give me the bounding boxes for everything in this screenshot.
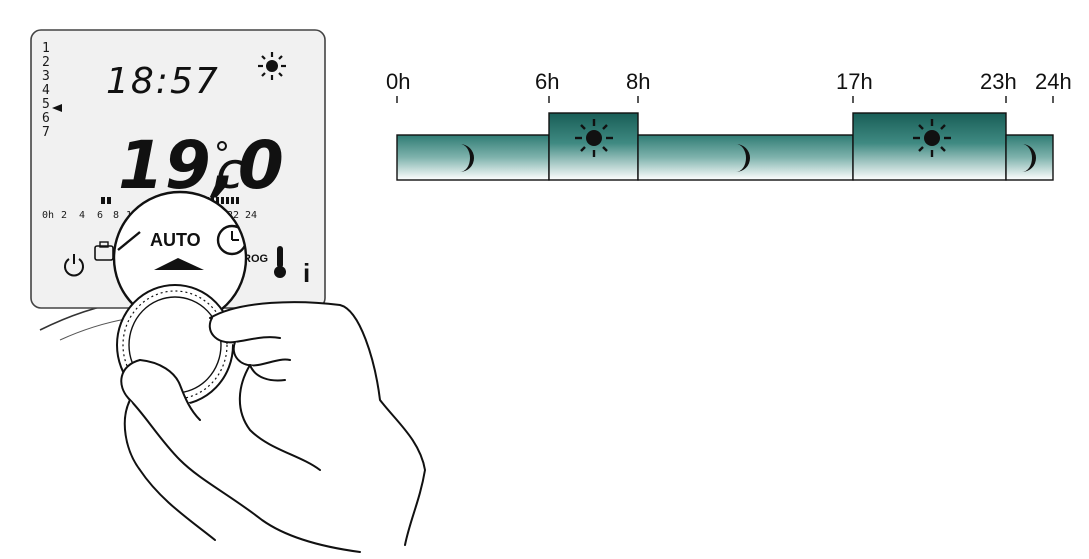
hour-scale-label: 4 xyxy=(79,210,85,221)
prog-label: ROG xyxy=(243,253,268,265)
program-number: 6 xyxy=(42,111,50,126)
hour-label: 17h xyxy=(836,69,873,94)
hour-label: 24h xyxy=(1035,69,1072,94)
hour-scale-label: 0h xyxy=(42,210,54,221)
thermometer-icon xyxy=(274,246,286,278)
temperature-display: 19,0 xyxy=(118,127,285,204)
thermostat-device: 1 2 3 4 5 6 7 18:57 19,0 c 0h xyxy=(30,29,426,553)
mode-pointer-triangle-icon xyxy=(154,258,204,270)
clock-display: 18:57 xyxy=(106,61,220,102)
program-number: 3 xyxy=(42,69,50,84)
info-icon: i xyxy=(303,258,310,288)
moon-icon xyxy=(736,144,750,172)
program-number: 4 xyxy=(42,83,50,98)
sun-icon xyxy=(913,119,951,157)
moon-icon xyxy=(1022,144,1036,172)
hour-scale-label: 2 xyxy=(61,210,67,221)
night-segment xyxy=(637,134,854,181)
hand-illustration xyxy=(120,301,426,553)
hour-scale-label: 6 xyxy=(97,210,103,221)
power-icon xyxy=(64,254,84,277)
daily-schedule-timeline: 0h 6h 8h 17h 23h 24h xyxy=(386,69,1072,181)
hour-label: 8h xyxy=(626,69,650,94)
hour-ticks xyxy=(396,96,1054,103)
program-list: 1 2 3 4 5 6 7 xyxy=(42,41,50,140)
program-number: 1 xyxy=(42,41,50,56)
dial-tick-left xyxy=(117,231,141,251)
moon-icon xyxy=(460,144,474,172)
night-segment xyxy=(1005,134,1054,181)
program-number: 7 xyxy=(42,125,50,140)
sun-icon xyxy=(258,52,286,80)
temperature-unit: c xyxy=(216,142,244,200)
hour-scale-label: 24 xyxy=(245,210,257,221)
hour-label: 23h xyxy=(980,69,1017,94)
hour-scale-label: 22 xyxy=(227,210,239,221)
hour-label: 0h xyxy=(386,69,410,94)
mode-auto-label: AUTO xyxy=(150,230,201,250)
hour-scale-label: 8 xyxy=(113,210,119,221)
program-number: 2 xyxy=(42,55,50,70)
degree-sign xyxy=(217,141,227,151)
hour-label: 6h xyxy=(535,69,559,94)
selected-program-arrow-icon xyxy=(52,104,62,112)
program-number: 5 xyxy=(42,97,50,112)
clock-icon xyxy=(216,224,246,256)
sun-icon xyxy=(575,119,613,157)
day-segment xyxy=(852,112,1007,181)
